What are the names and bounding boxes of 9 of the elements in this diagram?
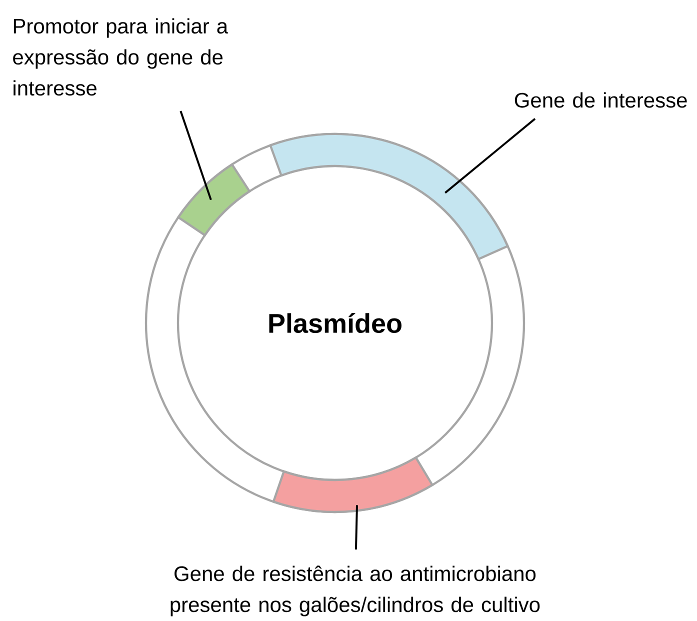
- gene-segment: [272, 456, 434, 513]
- gene-segment: [269, 132, 509, 260]
- leader-line: [444, 118, 536, 194]
- label-text: Gene de interesse: [514, 92, 687, 108]
- label-text: Gene de resistência ao antimicrobiano presente nos galões/cilindros de cultivo: [170, 566, 540, 616]
- label-text: Promotor para iniciar a expressão do gene de interesse: [13, 18, 228, 96]
- leader-line: [180, 110, 212, 200]
- leader-line: [354, 505, 358, 550]
- gene-segment: [177, 163, 251, 236]
